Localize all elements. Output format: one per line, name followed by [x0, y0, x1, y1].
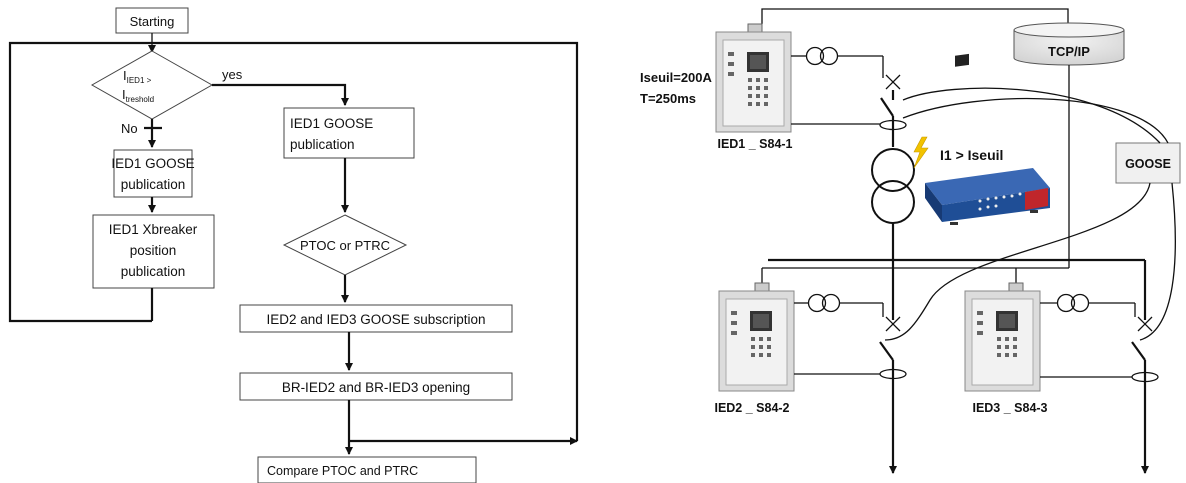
- tcpip-label: TCP/IP: [1048, 44, 1090, 59]
- ied3-label: IED3 _ S84-3: [972, 401, 1047, 415]
- start-label: Starting: [130, 14, 175, 29]
- ied3-relay: IED3 _ S84-3: [964, 282, 1048, 415]
- ptoc-decision-label: PTOC or PTRC: [300, 238, 390, 253]
- yes-label: yes: [222, 67, 243, 82]
- ied1-xbreaker-box: [92, 214, 215, 289]
- goose-box: [1115, 142, 1181, 184]
- goose-curve-ied1: [902, 87, 1161, 144]
- comm-top-line: [761, 8, 1069, 28]
- decision-text-line1: IIED1 >: [123, 68, 152, 85]
- no-label: No: [121, 121, 138, 136]
- fault-condition-label: I1 > Iseuil: [940, 147, 1003, 163]
- opening-label: BR-IED2 and BR-IED3 opening: [282, 380, 470, 395]
- ied1-goose-left-box: [113, 149, 193, 198]
- start-box: [115, 7, 189, 34]
- ied2-ct-icon: [807, 293, 827, 313]
- ied3-ct-icon: [1056, 293, 1076, 313]
- breaker-switch: [880, 97, 894, 117]
- threshold-decision: [90, 50, 214, 120]
- ied3-breaker-switch: [1131, 341, 1146, 361]
- ied2-relay: IED2 _ S84-2: [714, 282, 795, 415]
- ied1-ct-icon: [805, 46, 825, 66]
- loop-left-line: [8, 41, 152, 323]
- ied2-label: IED2 _ S84-2: [714, 401, 789, 415]
- ied2-breaker-switch: [879, 341, 894, 361]
- test-set-icon: [925, 53, 1050, 225]
- compare-label: Compare PTOC and PTRC: [267, 464, 418, 478]
- loop-right-top-line: [152, 41, 579, 441]
- yes-arrow: [212, 83, 349, 106]
- flowchart: Starting IIED1 > Itreshold yes No IED1 G…: [8, 7, 579, 483]
- ied1-goose-right-box: [283, 107, 415, 159]
- subscription-box: [239, 304, 513, 333]
- ied1-relay: IED1 _ S84-1: [715, 23, 793, 151]
- transformer-icon: [871, 148, 915, 192]
- decision-text-line2: Itreshold: [122, 87, 154, 104]
- goose-curve-ied3: [1139, 182, 1176, 341]
- ied1-label: IED1 _ S84-1: [717, 137, 792, 151]
- ied1-sensor-icon: [879, 119, 907, 131]
- subscription-label: IED2 and IED3 GOOSE subscription: [266, 312, 485, 327]
- goose-label: GOOSE: [1125, 157, 1171, 171]
- opening-box: [239, 372, 513, 401]
- delay-label: T=250ms: [640, 91, 696, 106]
- iseuil-label: Iseuil=200A: [640, 70, 713, 85]
- tcpip-cylinder: TCP/IP: [1013, 22, 1125, 66]
- goose-curve-ied2: [884, 182, 1151, 341]
- network-diagram: TCP/IP Iseuil=200A T=250ms IED1 _ S84-1: [640, 8, 1181, 474]
- compare-box: [257, 456, 477, 483]
- goose-curve-ied1-b: [902, 97, 1169, 144]
- fault-lightning-icon: [913, 136, 929, 169]
